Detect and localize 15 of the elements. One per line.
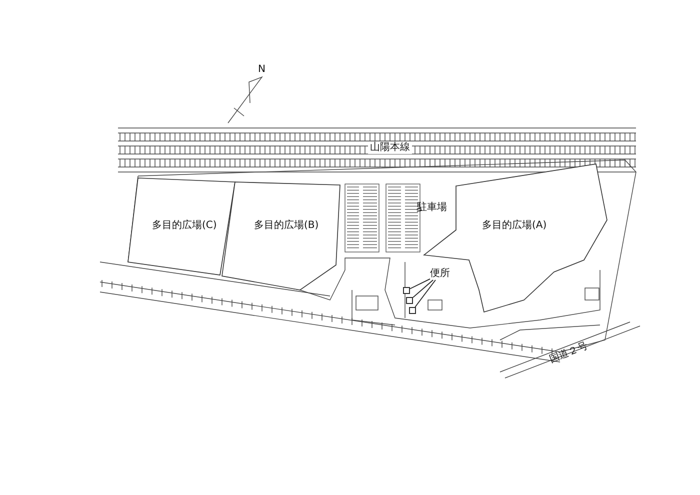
- area-label: 多目的広場(B): [254, 220, 319, 232]
- place-label: 便所: [430, 268, 450, 280]
- toilet-block: [403, 287, 410, 294]
- leader-line: [410, 278, 430, 290]
- railway-label: 山陽本線: [368, 142, 412, 154]
- area-label: 多目的広場(C): [152, 220, 217, 232]
- leader-line: [414, 280, 436, 308]
- north-label: N: [258, 64, 266, 76]
- leader-line: [416, 210, 422, 212]
- road-label: 国道２号: [548, 340, 590, 366]
- leader-line: [412, 280, 434, 298]
- toilet-block: [406, 297, 413, 304]
- place-label: 駐車場: [417, 202, 447, 214]
- area-label: 多目的広場(A): [482, 220, 547, 232]
- toilet-block: [409, 307, 416, 314]
